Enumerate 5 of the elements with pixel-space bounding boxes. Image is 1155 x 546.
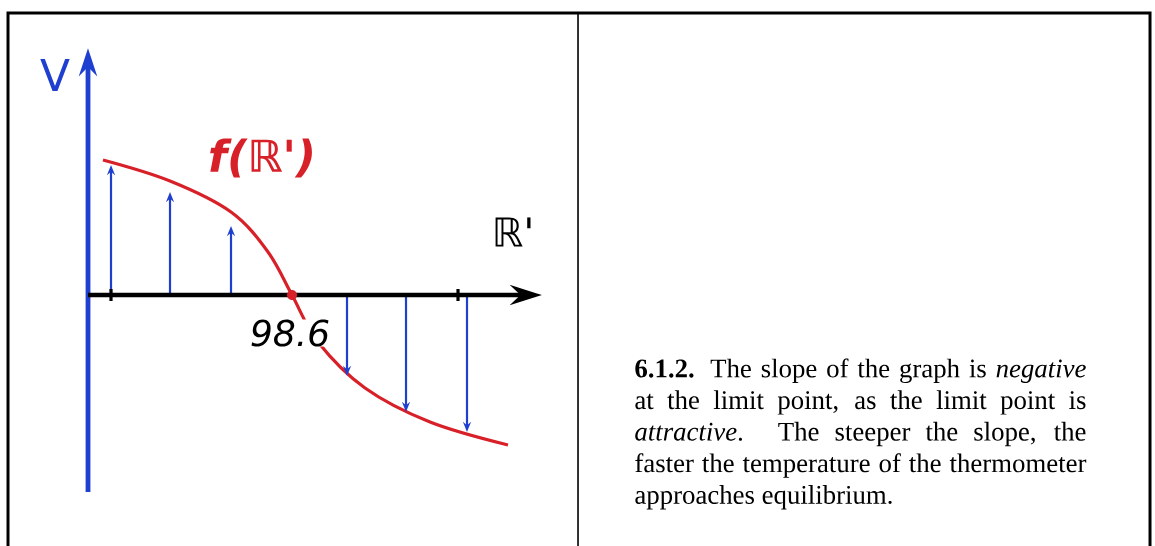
curve-label: f(ℝ') xyxy=(210,138,312,178)
axis-label: V xyxy=(40,58,70,92)
tick-label: 98.6 xyxy=(249,319,331,347)
axis-label: ℝ' xyxy=(495,217,531,247)
caption: 6.1.2. The slope of the graph is negative at the limit point, as the limit point is attractive. The steeper the slope, the faster the temperature of the thermometer approaches equilibrium. xyxy=(635,358,1087,510)
